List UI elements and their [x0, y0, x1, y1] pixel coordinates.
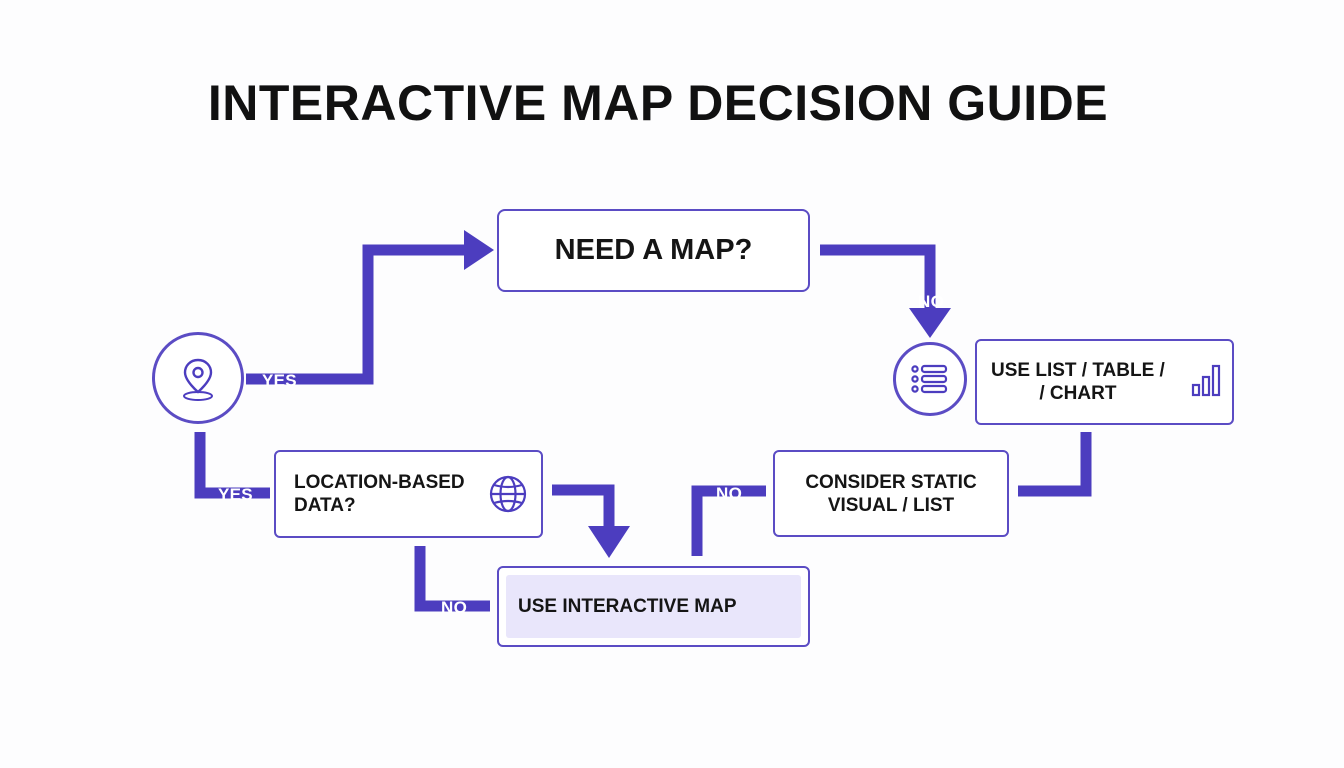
list-icon — [911, 364, 948, 394]
label-yes-left: YES — [218, 485, 253, 504]
use-interactive-label: USE INTERACTIVE MAP — [518, 596, 737, 617]
bar-chart-icon — [1191, 364, 1221, 397]
label-no-mid: NO — [716, 484, 743, 503]
use-list-line-1: USE LIST / TABLE / — [991, 360, 1165, 381]
static-line-1: CONSIDER STATIC — [805, 471, 977, 493]
label-no-top: NO — [918, 292, 945, 311]
node-location-based-data: LOCATION-BASED DATA? — [274, 450, 543, 538]
arrowhead-list — [909, 308, 951, 338]
list-node — [893, 342, 967, 416]
use-interactive-highlight: USE INTERACTIVE MAP — [506, 575, 801, 638]
connector-yes-to-location — [194, 432, 270, 499]
node-use-list-table-chart: USE LIST / TABLE / / CHART — [975, 339, 1234, 425]
page-title: INTERACTIVE MAP DECISION GUIDE — [207, 75, 1109, 131]
label-no-bottom: NO — [441, 598, 468, 617]
location-line-1: LOCATION-BASED — [294, 472, 465, 493]
arrowhead-interactive — [588, 526, 630, 558]
use-list-line-2: / CHART — [1039, 383, 1117, 404]
connector-no-static — [691, 485, 766, 556]
node-need-a-map-label: NEED A MAP? — [554, 234, 753, 266]
location-line-2: DATA? — [294, 495, 356, 516]
globe-icon — [489, 475, 527, 513]
node-need-a-map: NEED A MAP? — [497, 209, 810, 292]
arrowhead-need-map — [464, 230, 494, 270]
arrow-location-to-interactive — [552, 484, 615, 528]
connector-list-to-static — [1018, 432, 1092, 497]
connector-no-bottom — [414, 546, 490, 612]
map-pin-icon — [183, 358, 213, 401]
map-pin-node — [152, 332, 244, 424]
static-line-2: VISUAL / LIST — [827, 494, 955, 516]
node-consider-static: CONSIDER STATIC VISUAL / LIST — [773, 450, 1009, 537]
label-yes-top: YES — [262, 371, 297, 390]
arrow-no-to-list — [820, 244, 936, 310]
arrow-yes-to-need-map — [246, 244, 466, 385]
node-use-interactive-map: USE INTERACTIVE MAP — [497, 566, 810, 647]
